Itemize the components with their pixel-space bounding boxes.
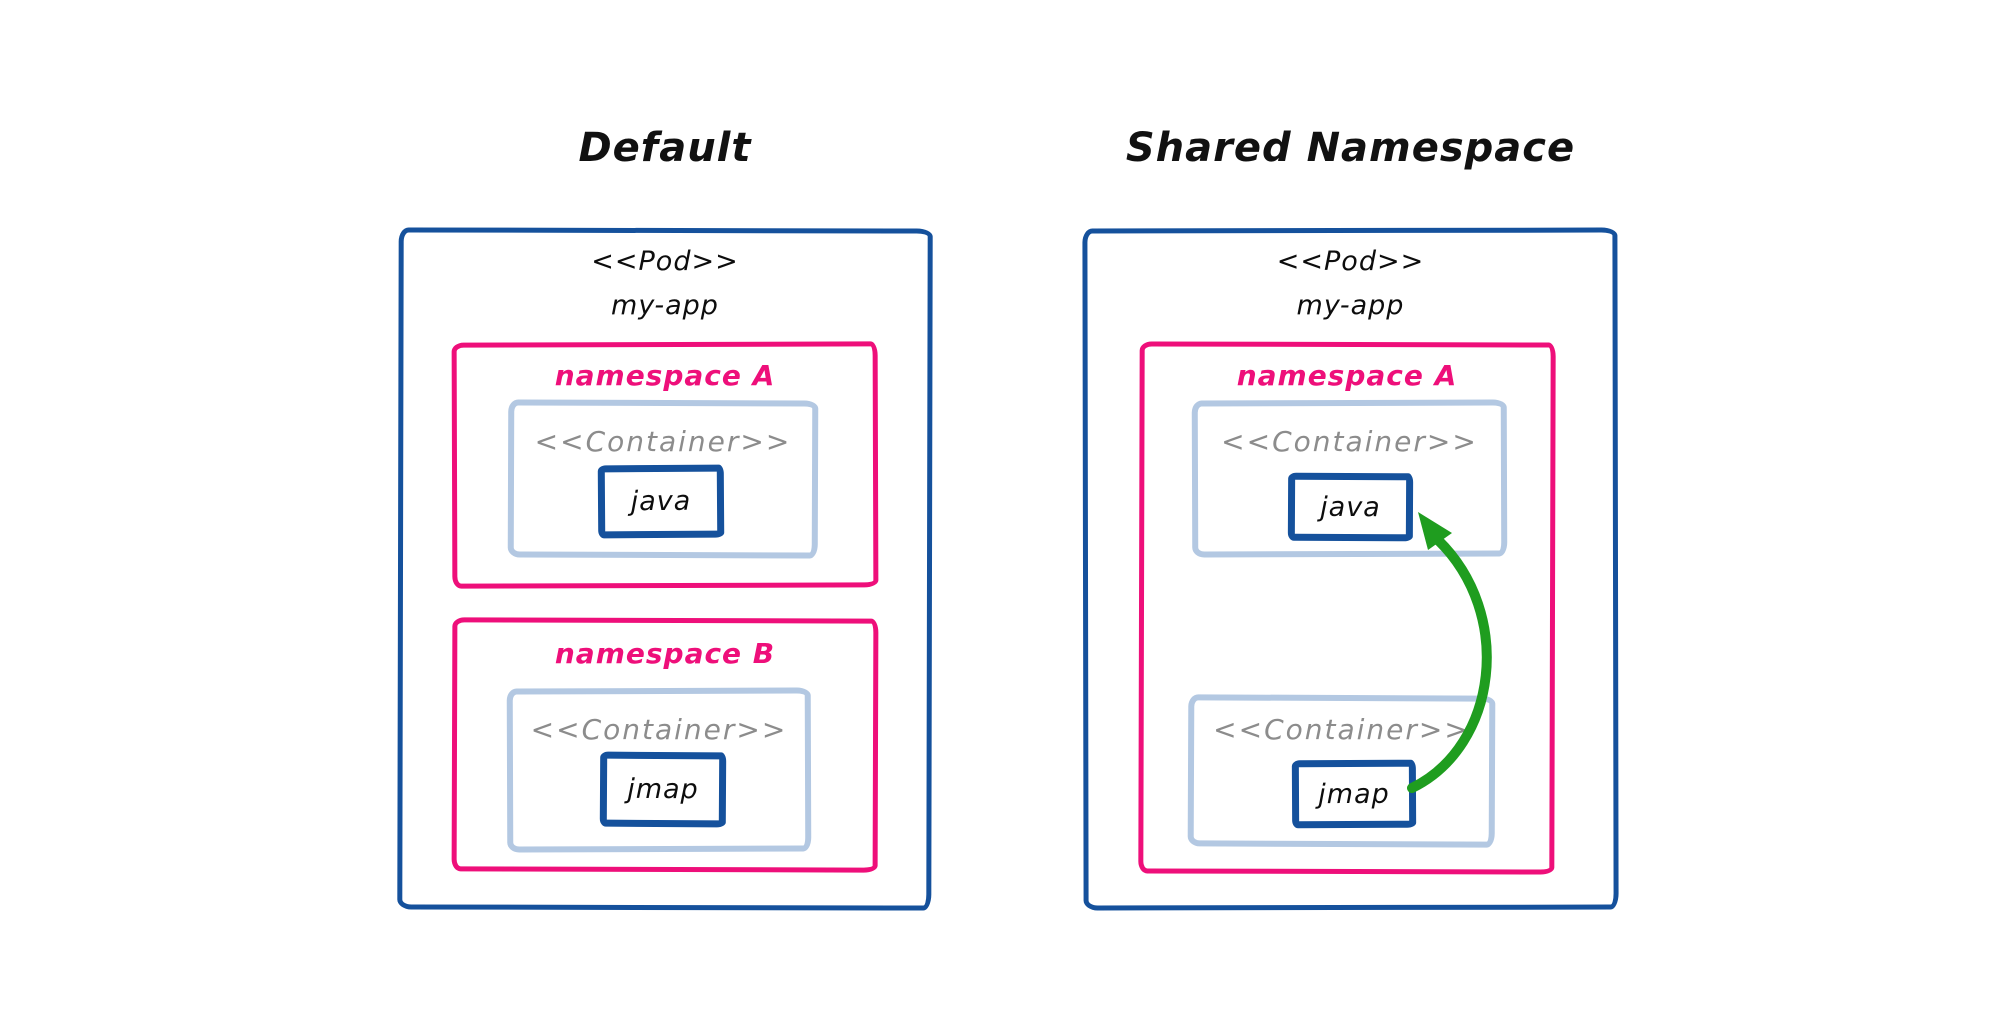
default-java-label: java	[630, 485, 692, 518]
shared-java-box: java	[1287, 472, 1414, 542]
shared-java-label: java	[1320, 491, 1381, 523]
shared-namespace-a-label: namespace A	[1236, 359, 1458, 392]
default-namespace-b-label: namespace B	[554, 637, 776, 670]
shared-jmap-box: jmap	[1291, 759, 1417, 829]
shared-pod-stereotype: <<Pod>>	[1276, 246, 1425, 277]
default-container-a-stereotype: <<Container>>	[534, 425, 792, 458]
shared-container-2-stereotype: <<Container>>	[1213, 713, 1470, 746]
default-pod-name: my-app	[611, 290, 719, 321]
default-jmap-label: jmap	[627, 773, 699, 806]
shared-container-1-stereotype: <<Container>>	[1221, 425, 1478, 458]
default-container-b-stereotype: <<Container>>	[530, 713, 788, 746]
shared-jmap-label: jmap	[1318, 778, 1390, 810]
default-pod-stereotype: <<Pod>>	[591, 246, 739, 277]
panel-shared-title: Shared Namespace	[1125, 125, 1576, 171]
default-namespace-a-label: namespace A	[554, 359, 776, 392]
shared-pod-name: my-app	[1296, 290, 1405, 321]
default-java-box: java	[597, 464, 725, 539]
default-jmap-box: jmap	[599, 751, 727, 828]
panel-default-title: Default	[578, 125, 752, 171]
